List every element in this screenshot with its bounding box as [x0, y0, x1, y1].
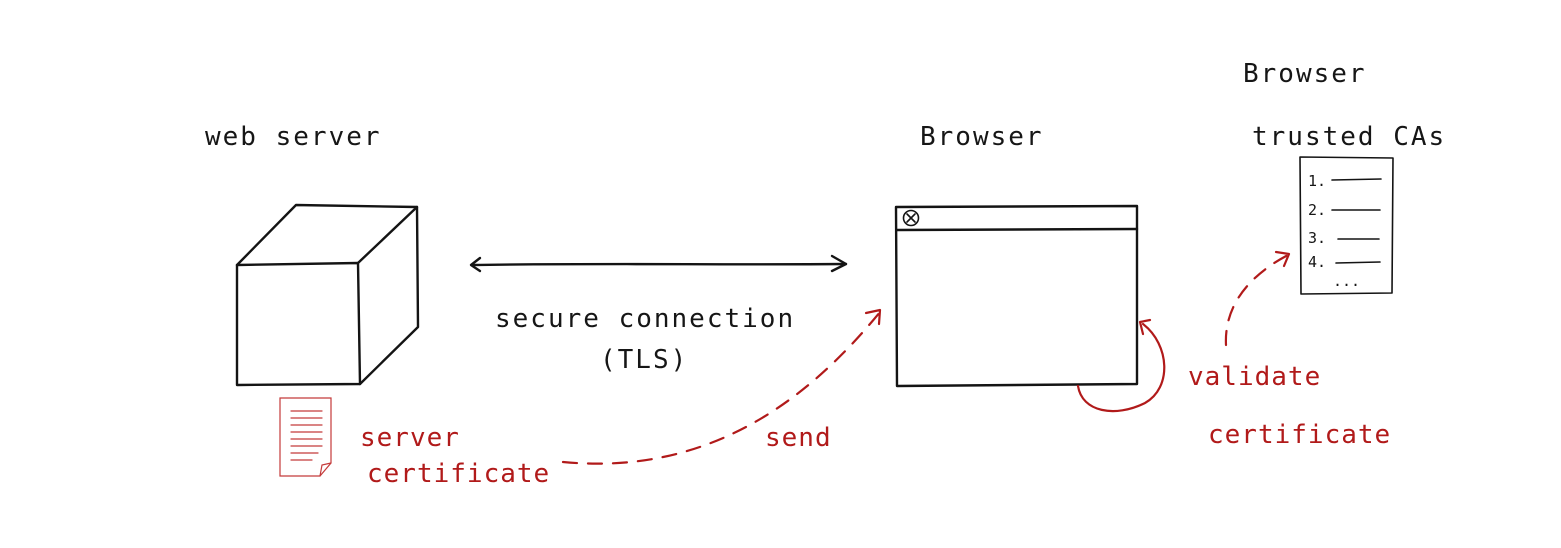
ca-item-line	[1335, 261, 1381, 264]
connection-arrow	[470, 262, 848, 267]
ca-item-3: 3.	[1308, 229, 1326, 247]
lookup-arrow	[1224, 250, 1291, 347]
send-arrow-head	[864, 308, 882, 326]
trust-store-title: trusted CAs	[1252, 122, 1446, 152]
arrow-head-left	[469, 256, 482, 273]
validate-label-line1: validate	[1188, 362, 1321, 392]
trust-store-document	[1299, 156, 1394, 295]
server-certificate: server certificate	[279, 397, 550, 489]
document-icon	[279, 397, 332, 477]
browser: Browser	[894, 122, 1139, 388]
cube-icon	[235, 203, 420, 387]
certificate-label-line1: server	[360, 423, 460, 453]
ca-item-4: 4.	[1308, 253, 1326, 271]
send-label: send	[765, 423, 832, 453]
protocol-label: (TLS)	[600, 345, 688, 375]
web-server: web server	[205, 122, 420, 387]
validate-loop: validate certificate	[1076, 318, 1391, 450]
ca-item-line	[1331, 178, 1382, 181]
send-arrow: send	[561, 308, 882, 465]
validate-label-line2: certificate	[1208, 420, 1391, 450]
browser-window	[894, 204, 1139, 388]
trust-store-title-browser: Browser	[1243, 59, 1367, 89]
arrow-head-right	[830, 254, 848, 273]
secure-connection: secure connection (TLS)	[469, 254, 848, 375]
lookup-arrow-head	[1274, 250, 1291, 268]
web-server-label: web server	[205, 122, 382, 152]
browser-label: Browser	[920, 122, 1044, 152]
ca-list-more: ...	[1333, 272, 1360, 290]
trust-store: Browser trusted CAs 1. 2. 3. 4. ...	[1243, 59, 1446, 295]
ca-item-1: 1.	[1308, 172, 1326, 190]
connection-label: secure connection	[495, 304, 795, 334]
validate-arrow-head	[1138, 318, 1152, 336]
ca-item-2: 2.	[1308, 201, 1326, 219]
close-icon	[902, 209, 920, 227]
ca-list: 1. 2. 3. 4. ...	[1308, 172, 1382, 290]
certificate-label-line2: certificate	[367, 459, 550, 489]
